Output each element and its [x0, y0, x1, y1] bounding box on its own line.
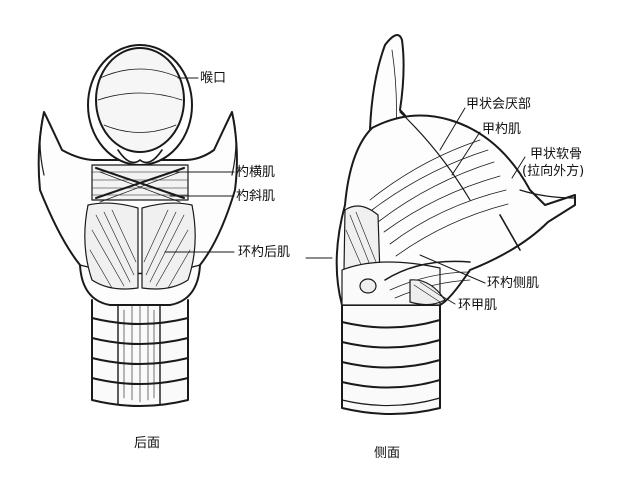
label-lateral-cricoarytenoid: 环杓侧肌	[487, 276, 540, 291]
label-cricothyroid: 环甲肌	[458, 298, 498, 313]
posterior-laryngeal-inlet	[87, 44, 193, 166]
label-thyroid-cartilage-note: (拉向外方)	[522, 164, 585, 179]
lateral-thyroarytenoid-muscles	[369, 111, 509, 257]
lateral-trachea	[341, 299, 441, 415]
label-transverse-arytenoid: 杓横肌	[236, 165, 276, 180]
label-thyroepiglottic: 甲状会厌部	[466, 97, 532, 112]
posterior-view	[37, 44, 238, 407]
label-thyroid-cartilage: 甲状软骨	[530, 147, 583, 162]
label-thyroarytenoid: 甲杓肌	[482, 122, 522, 137]
label-oblique-arytenoid: 杓斜肌	[236, 189, 276, 204]
label-laryngeal-inlet: 喉口	[200, 71, 227, 86]
leader-lines	[164, 77, 526, 305]
caption-posterior-view: 后面	[134, 436, 161, 451]
posterior-arytenoid-muscles	[91, 164, 189, 203]
posterior-cricoarytenoid-muscles	[84, 202, 196, 290]
label-posterior-cricoarytenoid: 环杓后肌	[238, 245, 291, 260]
lateral-view	[335, 34, 576, 415]
caption-lateral-view: 侧面	[374, 446, 401, 461]
lateral-cricoid-muscles	[341, 260, 471, 306]
posterior-trachea	[91, 299, 189, 407]
